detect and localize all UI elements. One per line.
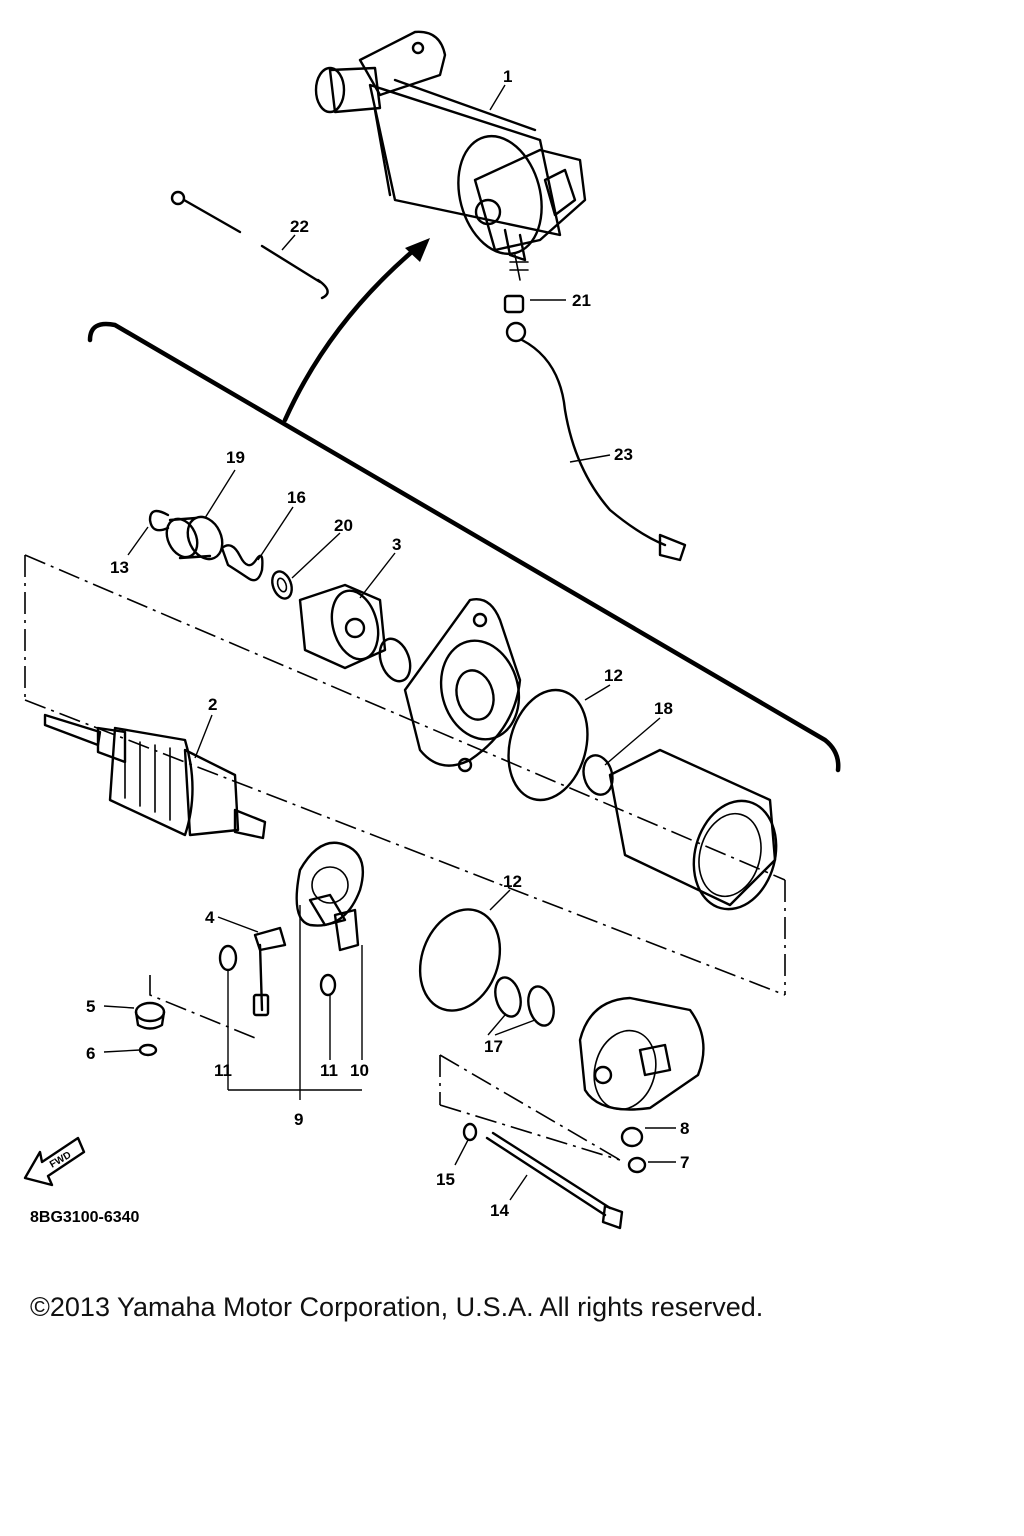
o-ring-12-upper: [507, 688, 589, 802]
grommet-8: [620, 1126, 644, 1148]
washer: [378, 637, 412, 683]
callout-11-right: 11: [320, 1061, 338, 1080]
callout-7: 7: [680, 1153, 689, 1172]
washer-17b: [527, 985, 555, 1027]
assembly-bracket: [87, 321, 841, 773]
collar-19: [165, 515, 224, 561]
callout-14: 14: [490, 1201, 509, 1220]
lead-wire-22: [170, 190, 329, 300]
fwd-direction-arrow: FWD: [23, 1136, 86, 1187]
washer-20: [271, 570, 293, 600]
assembly-arrow: [282, 242, 423, 423]
spring-11-left: [218, 944, 238, 972]
washer-6: [138, 1043, 158, 1057]
drawing-code: 8BG3100-6340: [30, 1209, 140, 1226]
callout-4: 4: [205, 908, 215, 927]
callout-12-upper: 12: [604, 666, 623, 685]
callout-17: 17: [484, 1037, 503, 1056]
callout-12-lower: 12: [503, 872, 522, 891]
nut-7: [627, 1156, 647, 1174]
starter-motor-assembly: [314, 30, 587, 281]
callout-21: 21: [572, 291, 591, 310]
spring-11-right: [319, 973, 337, 997]
lead-wire-23: [505, 321, 687, 562]
callout-labels: 1 22 21 23 19 16 20 3 13 12 2 18 12 4 5 …: [86, 67, 689, 1220]
callout-19: 19: [226, 448, 245, 467]
rear-cover: [578, 996, 705, 1111]
explode-axis-lines: [24, 554, 786, 1161]
assembly-arrowhead: [405, 238, 430, 262]
callout-1: 1: [503, 67, 512, 86]
exploded-parts-diagram: FWD 1 22 21 23 19 16: [23, 30, 841, 1230]
callout-10: 10: [350, 1061, 369, 1080]
bolt-14: [485, 1131, 624, 1230]
copyright-notice: ©2013 Yamaha Motor Corporation, U.S.A. A…: [30, 1292, 764, 1322]
washer-17a: [494, 976, 522, 1018]
washer-18: [582, 754, 614, 796]
callout-5: 5: [86, 997, 95, 1016]
front-bracket: [403, 598, 522, 773]
clutch-3: [298, 583, 387, 670]
armature-2: [43, 713, 267, 840]
callout-15: 15: [436, 1170, 455, 1189]
o-ring-12-lower: [418, 908, 502, 1012]
circlip-13: [148, 509, 170, 532]
callout-9: 9: [294, 1110, 303, 1129]
leader-lines: [103, 84, 676, 1201]
callout-2: 2: [208, 695, 217, 714]
spring-16: [220, 544, 264, 582]
callout-13: 13: [110, 558, 129, 577]
o-ring-15: [462, 1122, 478, 1142]
nut-5: [134, 1001, 166, 1030]
callout-20: 20: [334, 516, 353, 535]
callout-8: 8: [680, 1119, 689, 1138]
callout-18: 18: [654, 699, 673, 718]
nut-21: [503, 294, 525, 314]
brush-plate-9: [295, 841, 365, 952]
callout-11-left: 11: [214, 1061, 232, 1080]
callout-3: 3: [392, 535, 401, 554]
yoke-housing: [608, 748, 778, 911]
brush-4: [252, 926, 287, 1017]
callout-16: 16: [287, 488, 306, 507]
callout-22: 22: [290, 217, 309, 236]
callout-6: 6: [86, 1044, 95, 1063]
callout-23: 23: [614, 445, 633, 464]
